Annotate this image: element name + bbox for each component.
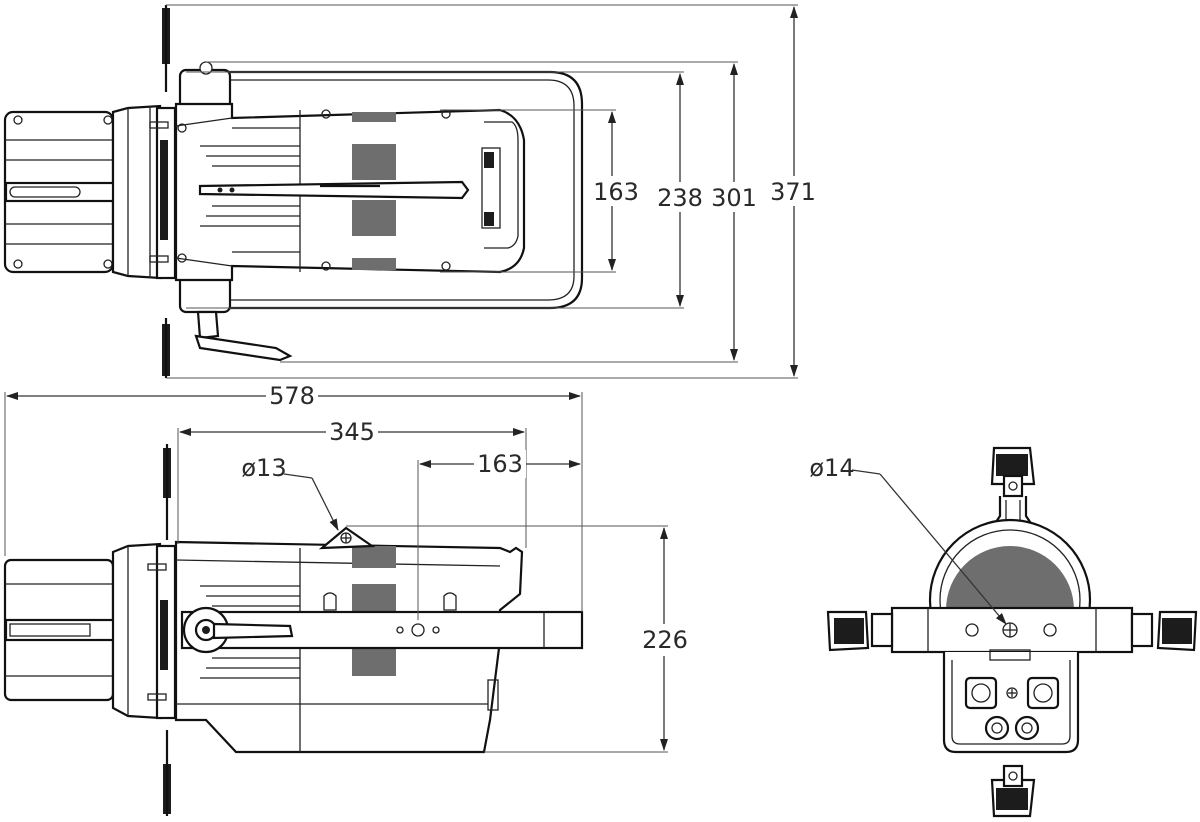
top-gel-clips (162, 5, 170, 378)
rear-dim-hole-14: ø14 (809, 454, 854, 482)
top-dim-371: 371 (770, 178, 816, 206)
side-yoke-arm (180, 606, 584, 654)
side-front-collar (111, 542, 177, 720)
rear-view: ø14 (809, 446, 1198, 818)
rear-hole-leader (851, 469, 1007, 625)
top-lens-tube (3, 110, 116, 274)
side-dim-226: 226 (642, 626, 688, 654)
top-dim-301: 301 (711, 184, 757, 212)
top-yoke (178, 61, 584, 362)
rear-handles (969, 446, 1057, 818)
top-body (174, 102, 526, 282)
rear-crossbar (826, 606, 1198, 654)
side-dim-hole-13: ø13 (241, 454, 286, 482)
side-dim-163: 163 (477, 450, 523, 478)
top-front-collar (111, 104, 177, 280)
rear-panel (942, 649, 1080, 754)
side-gel-clips (163, 444, 171, 816)
top-dim-163: 163 (593, 178, 639, 206)
top-view: 163 238 301 371 (3, 4, 816, 379)
side-lens-tube (3, 558, 132, 702)
side-view: 578 345 163 226 ø13 (3, 382, 690, 816)
top-dim-238: 238 (657, 184, 703, 212)
side-dim-345: 345 (329, 418, 375, 446)
side-dim-578: 578 (269, 382, 315, 410)
